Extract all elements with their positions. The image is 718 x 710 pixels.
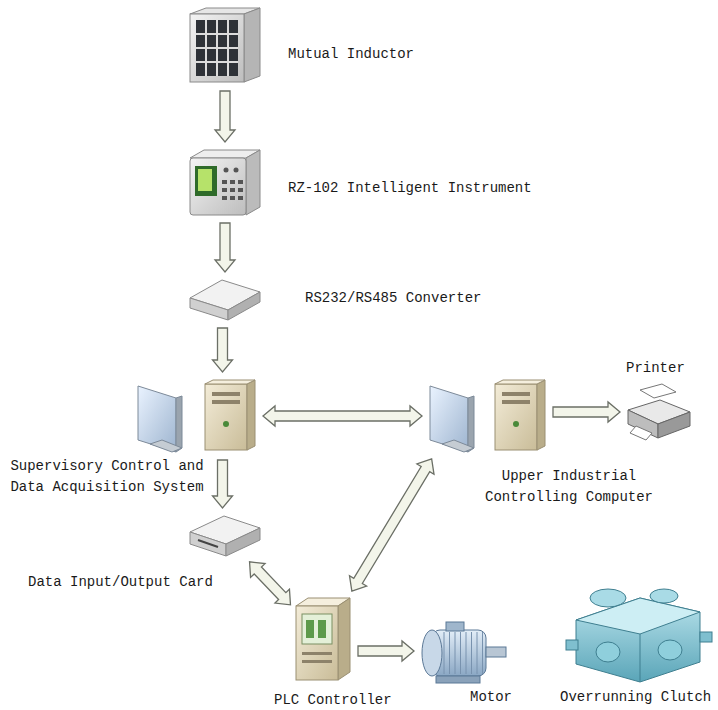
inductor-icon — [190, 8, 260, 82]
instrument-icon — [190, 150, 260, 215]
io-card-node: Data Input/Output Card — [190, 516, 260, 556]
scada-computer-icon — [138, 380, 255, 452]
printer-icon — [628, 384, 690, 440]
device-label: Supervisory Control and Data Acquisition… — [6, 456, 208, 498]
clutch-node: Overrunning Clutch — [566, 588, 712, 682]
printer-node: Printer — [628, 384, 690, 440]
hollow-arrow — [349, 459, 434, 591]
device-label: RZ-102 Intelligent Instrument — [288, 178, 548, 199]
motor-node: Motor — [422, 622, 508, 684]
device-label: Mutual Inductor — [288, 44, 458, 65]
hollow-arrow — [553, 402, 620, 422]
hollow-arrow — [215, 223, 235, 272]
device-label: Upper Industrial Controlling Computer — [472, 466, 666, 508]
computer-node: Upper Industrial Controlling Computer — [430, 380, 545, 452]
converter-node: RS232/RS485 Converter — [190, 280, 260, 320]
device-label: Motor — [470, 687, 520, 708]
device-label: Data Input/Output Card — [28, 572, 228, 593]
plc-icon — [296, 598, 350, 680]
hollow-arrow — [358, 641, 414, 661]
hollow-arrow — [250, 562, 291, 605]
io-card-icon — [190, 516, 260, 556]
device-label: PLC Controller — [274, 690, 404, 710]
device-label: RS232/RS485 Converter — [305, 288, 505, 309]
instrument-node: RZ-102 Intelligent Instrument — [190, 150, 260, 215]
plc-node: PLC Controller — [296, 598, 350, 680]
hollow-arrow — [213, 460, 233, 508]
device-label: Overrunning Clutch — [560, 687, 716, 708]
device-label: Printer — [626, 358, 696, 379]
upper-computer-icon — [430, 380, 545, 452]
motor-icon — [422, 622, 506, 683]
inductor-node: Mutual Inductor — [190, 8, 260, 83]
clutch-icon — [566, 589, 712, 682]
scada-node: Supervisory Control and Data Acquisition… — [138, 380, 255, 452]
hollow-arrow — [215, 91, 235, 142]
converter-icon — [190, 280, 260, 320]
hollow-arrow — [263, 406, 422, 426]
hollow-arrow — [213, 328, 233, 372]
